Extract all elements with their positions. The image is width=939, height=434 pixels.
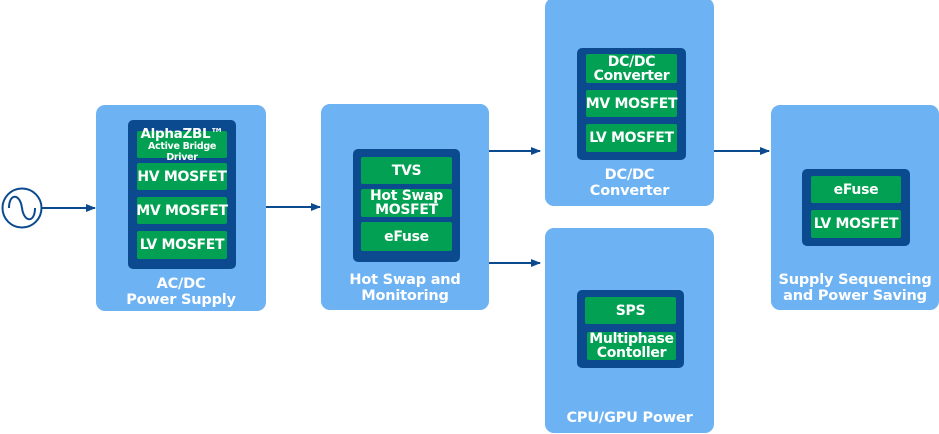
block-hot-swap-monitoring: TVS Hot Swap MOSFET eFuse Hot Swap and M…	[321, 104, 489, 310]
block-title-line: Hot Swap and	[349, 272, 461, 288]
component-lv-mosfet: LV MOSFET	[811, 210, 901, 238]
block-title: Supply Sequencing and Power Saving	[771, 272, 939, 304]
component-lv-mosfet: LV MOSFET	[586, 124, 677, 152]
component-label: SPS	[615, 302, 646, 319]
component-group: TVS Hot Swap MOSFET eFuse	[353, 149, 460, 262]
component-label: TVS	[391, 162, 422, 179]
block-supply-sequencing: eFuse LV MOSFET Supply Sequencing and Po…	[771, 105, 939, 310]
component-lv-mosfet: LV MOSFET	[137, 231, 227, 259]
block-title: CPU/GPU Power	[545, 410, 714, 426]
component-dcdc-converter: DC/DC Converter	[586, 54, 677, 83]
component-group: SPS Multiphase Contoller	[577, 290, 684, 368]
component-tvs: TVS	[361, 157, 452, 184]
component-label: Contoller	[596, 345, 667, 361]
component-label: Multiphase	[589, 331, 674, 347]
block-title-line: Power Supply	[126, 292, 236, 308]
block-title-line: and Power Saving	[783, 288, 927, 304]
component-label: MOSFET	[375, 202, 438, 218]
component-efuse: eFuse	[361, 222, 452, 251]
block-title: Hot Swap and Monitoring	[321, 272, 489, 304]
block-title-line: DC/DC	[604, 167, 655, 183]
component-label: HV MOSFET	[137, 168, 227, 185]
component-group: eFuse LV MOSFET	[802, 169, 910, 246]
component-hot-swap-mosfet: Hot Swap MOSFET	[361, 189, 452, 217]
component-label: LV MOSFET	[589, 130, 674, 146]
block-title: AC/DC Power Supply	[96, 276, 266, 308]
component-mv-mosfet: MV MOSFET	[585, 90, 678, 117]
block-title-line: Monitoring	[361, 288, 449, 304]
component-label: eFuse	[384, 228, 429, 245]
component-group: AlphaZBL™ Active Bridge Driver HV MOSFET…	[128, 120, 236, 269]
component-sps: SPS	[585, 297, 676, 324]
block-title-line: Supply Sequencing	[778, 272, 932, 288]
block-title-line: AC/DC	[156, 276, 206, 292]
block-cpu-gpu-power: SPS Multiphase Contoller CPU/GPU Power	[545, 228, 714, 433]
component-label: DC/DC	[607, 53, 656, 70]
component-label: LV MOSFET	[813, 216, 899, 232]
component-group: DC/DC Converter MV MOSFET LV MOSFET	[577, 48, 686, 160]
block-title-line: Converter	[589, 183, 670, 199]
component-label: AlphaZBL™	[140, 125, 224, 142]
block-title: DC/DC Converter	[545, 167, 714, 199]
component-sublabel: Active Bridge Driver	[147, 140, 217, 163]
component-label: MV MOSFET	[585, 95, 678, 112]
component-multiphase-controller: Multiphase Contoller	[587, 332, 676, 360]
block-acdc-power-supply: AlphaZBL™ Active Bridge Driver HV MOSFET…	[96, 105, 266, 311]
block-title-line: CPU/GPU Power	[566, 410, 693, 426]
component-mv-mosfet: MV MOSFET	[136, 197, 228, 224]
component-efuse: eFuse	[811, 176, 901, 203]
component-hv-mosfet: HV MOSFET	[137, 163, 227, 190]
component-label: eFuse	[833, 181, 879, 198]
component-label: LV MOSFET	[139, 237, 225, 253]
component-label: MV MOSFET	[136, 202, 228, 219]
component-label: Hot Swap	[370, 188, 443, 204]
component-label: Converter	[593, 67, 670, 84]
component-alphazbl: AlphaZBL™ Active Bridge Driver	[137, 127, 227, 163]
block-dcdc-converter: DC/DC Converter MV MOSFET LV MOSFET DC/D…	[545, 0, 714, 206]
ac-sine-source-icon	[1, 187, 43, 229]
